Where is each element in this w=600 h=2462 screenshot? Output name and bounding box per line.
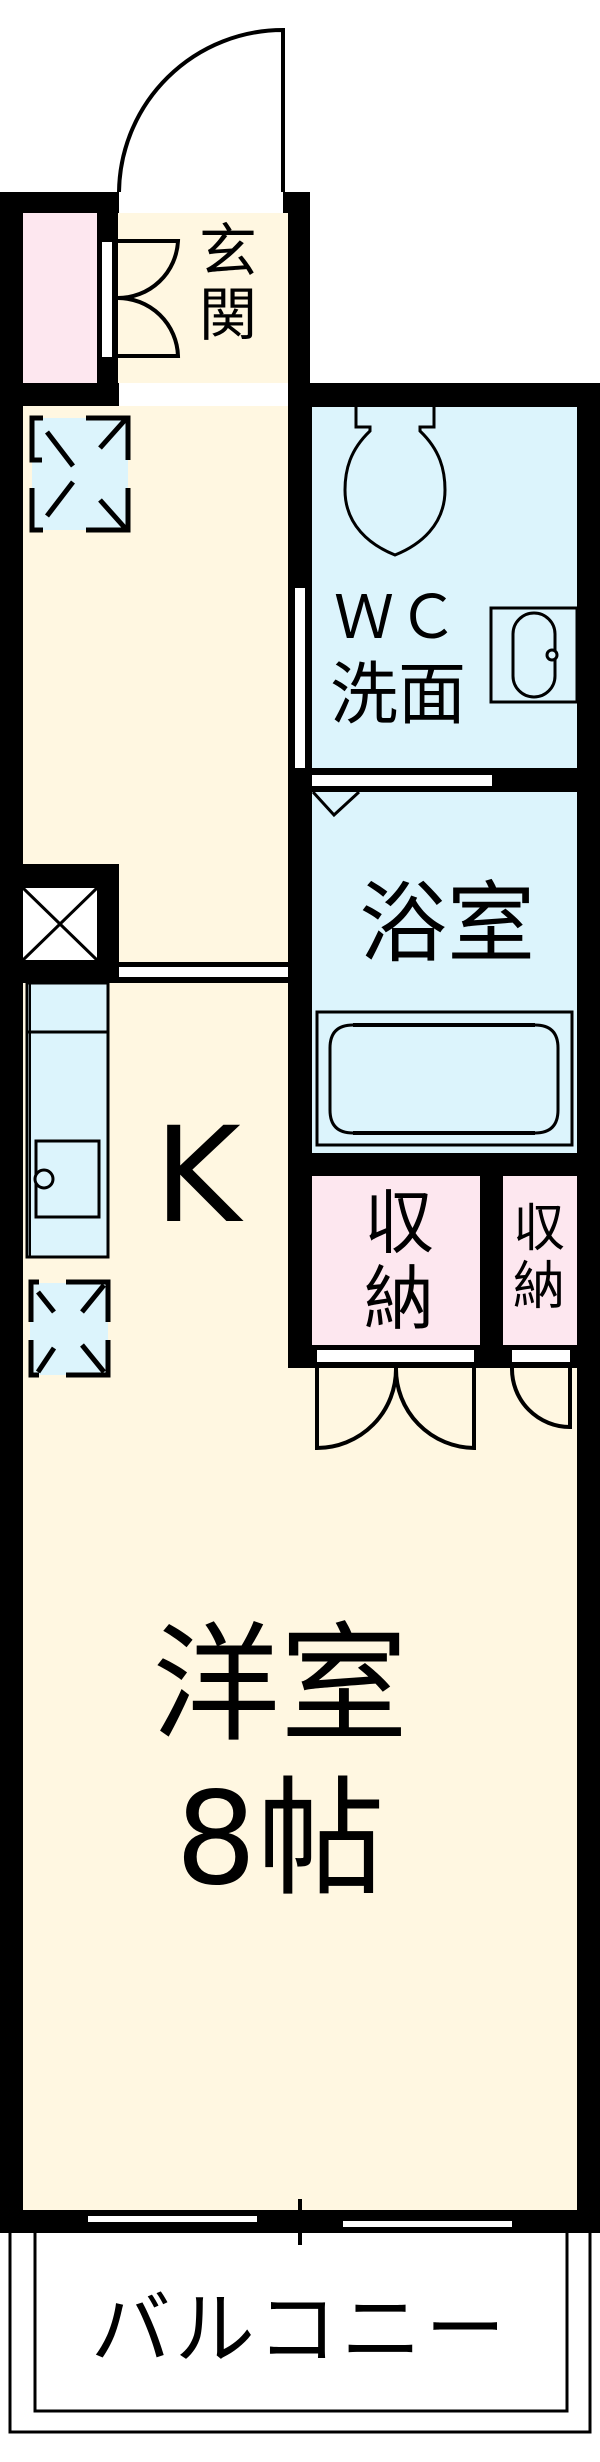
balcony-sliding-window[interactable]	[88, 2199, 512, 2245]
ventilation-fan-icon	[29, 415, 131, 533]
openings	[100, 198, 570, 1362]
wc-sliding-door-slot	[295, 588, 305, 768]
doors	[117, 27, 572, 1451]
wc-washroom-label: ＷＣ 洗面	[329, 583, 466, 735]
western-room-label: 洋室 8帖	[151, 1611, 408, 1914]
entrance-label: 玄 関	[198, 217, 257, 349]
bathtub-icon	[315, 1010, 574, 1147]
toilet-icon	[343, 407, 447, 557]
entry-door[interactable]	[117, 27, 285, 193]
genkan-step	[119, 390, 288, 401]
kitchen-sink-icon	[33, 1139, 101, 1219]
storage-2-floor	[503, 1176, 577, 1345]
entry-door-threshold	[119, 198, 283, 208]
storage-2-door-slot	[512, 1350, 570, 1362]
storage-1-door-left[interactable]	[315, 1367, 399, 1451]
bathroom-label: 浴室	[358, 872, 535, 975]
wash-basin-icon	[489, 606, 579, 704]
kitchen-partition-slot	[119, 967, 288, 977]
bath-door-marker-icon	[311, 790, 361, 818]
storage-1-door-slot	[317, 1350, 474, 1362]
balcony-label: バルコニー	[90, 2283, 510, 2376]
bathroom-floor	[312, 792, 577, 1153]
storage-1-floor	[312, 1176, 480, 1345]
floors	[23, 213, 577, 2211]
ventilation-fan-icon	[28, 1279, 111, 1378]
balcony	[8, 2233, 592, 2434]
shoe-closet-door-top	[117, 239, 181, 301]
storage-1-label: 収 納	[364, 1182, 434, 1340]
shoe-closet-floor	[23, 213, 97, 383]
shoe-closet-door-slot	[100, 240, 114, 359]
storage-2-door[interactable]	[509, 1367, 572, 1430]
storage-2-label: 収 納	[512, 1199, 565, 1317]
kitchen-label: K	[154, 1099, 241, 1253]
pipe-shaft-icon	[21, 886, 99, 962]
kitchen-counter	[25, 981, 110, 1259]
storage-1-door-right[interactable]	[393, 1367, 476, 1451]
wc-floor	[312, 407, 577, 768]
shoe-closet-door-bottom	[117, 296, 181, 358]
western-room-floor	[23, 1366, 577, 2211]
walls	[0, 192, 600, 2233]
bath-door-slot	[312, 775, 492, 786]
